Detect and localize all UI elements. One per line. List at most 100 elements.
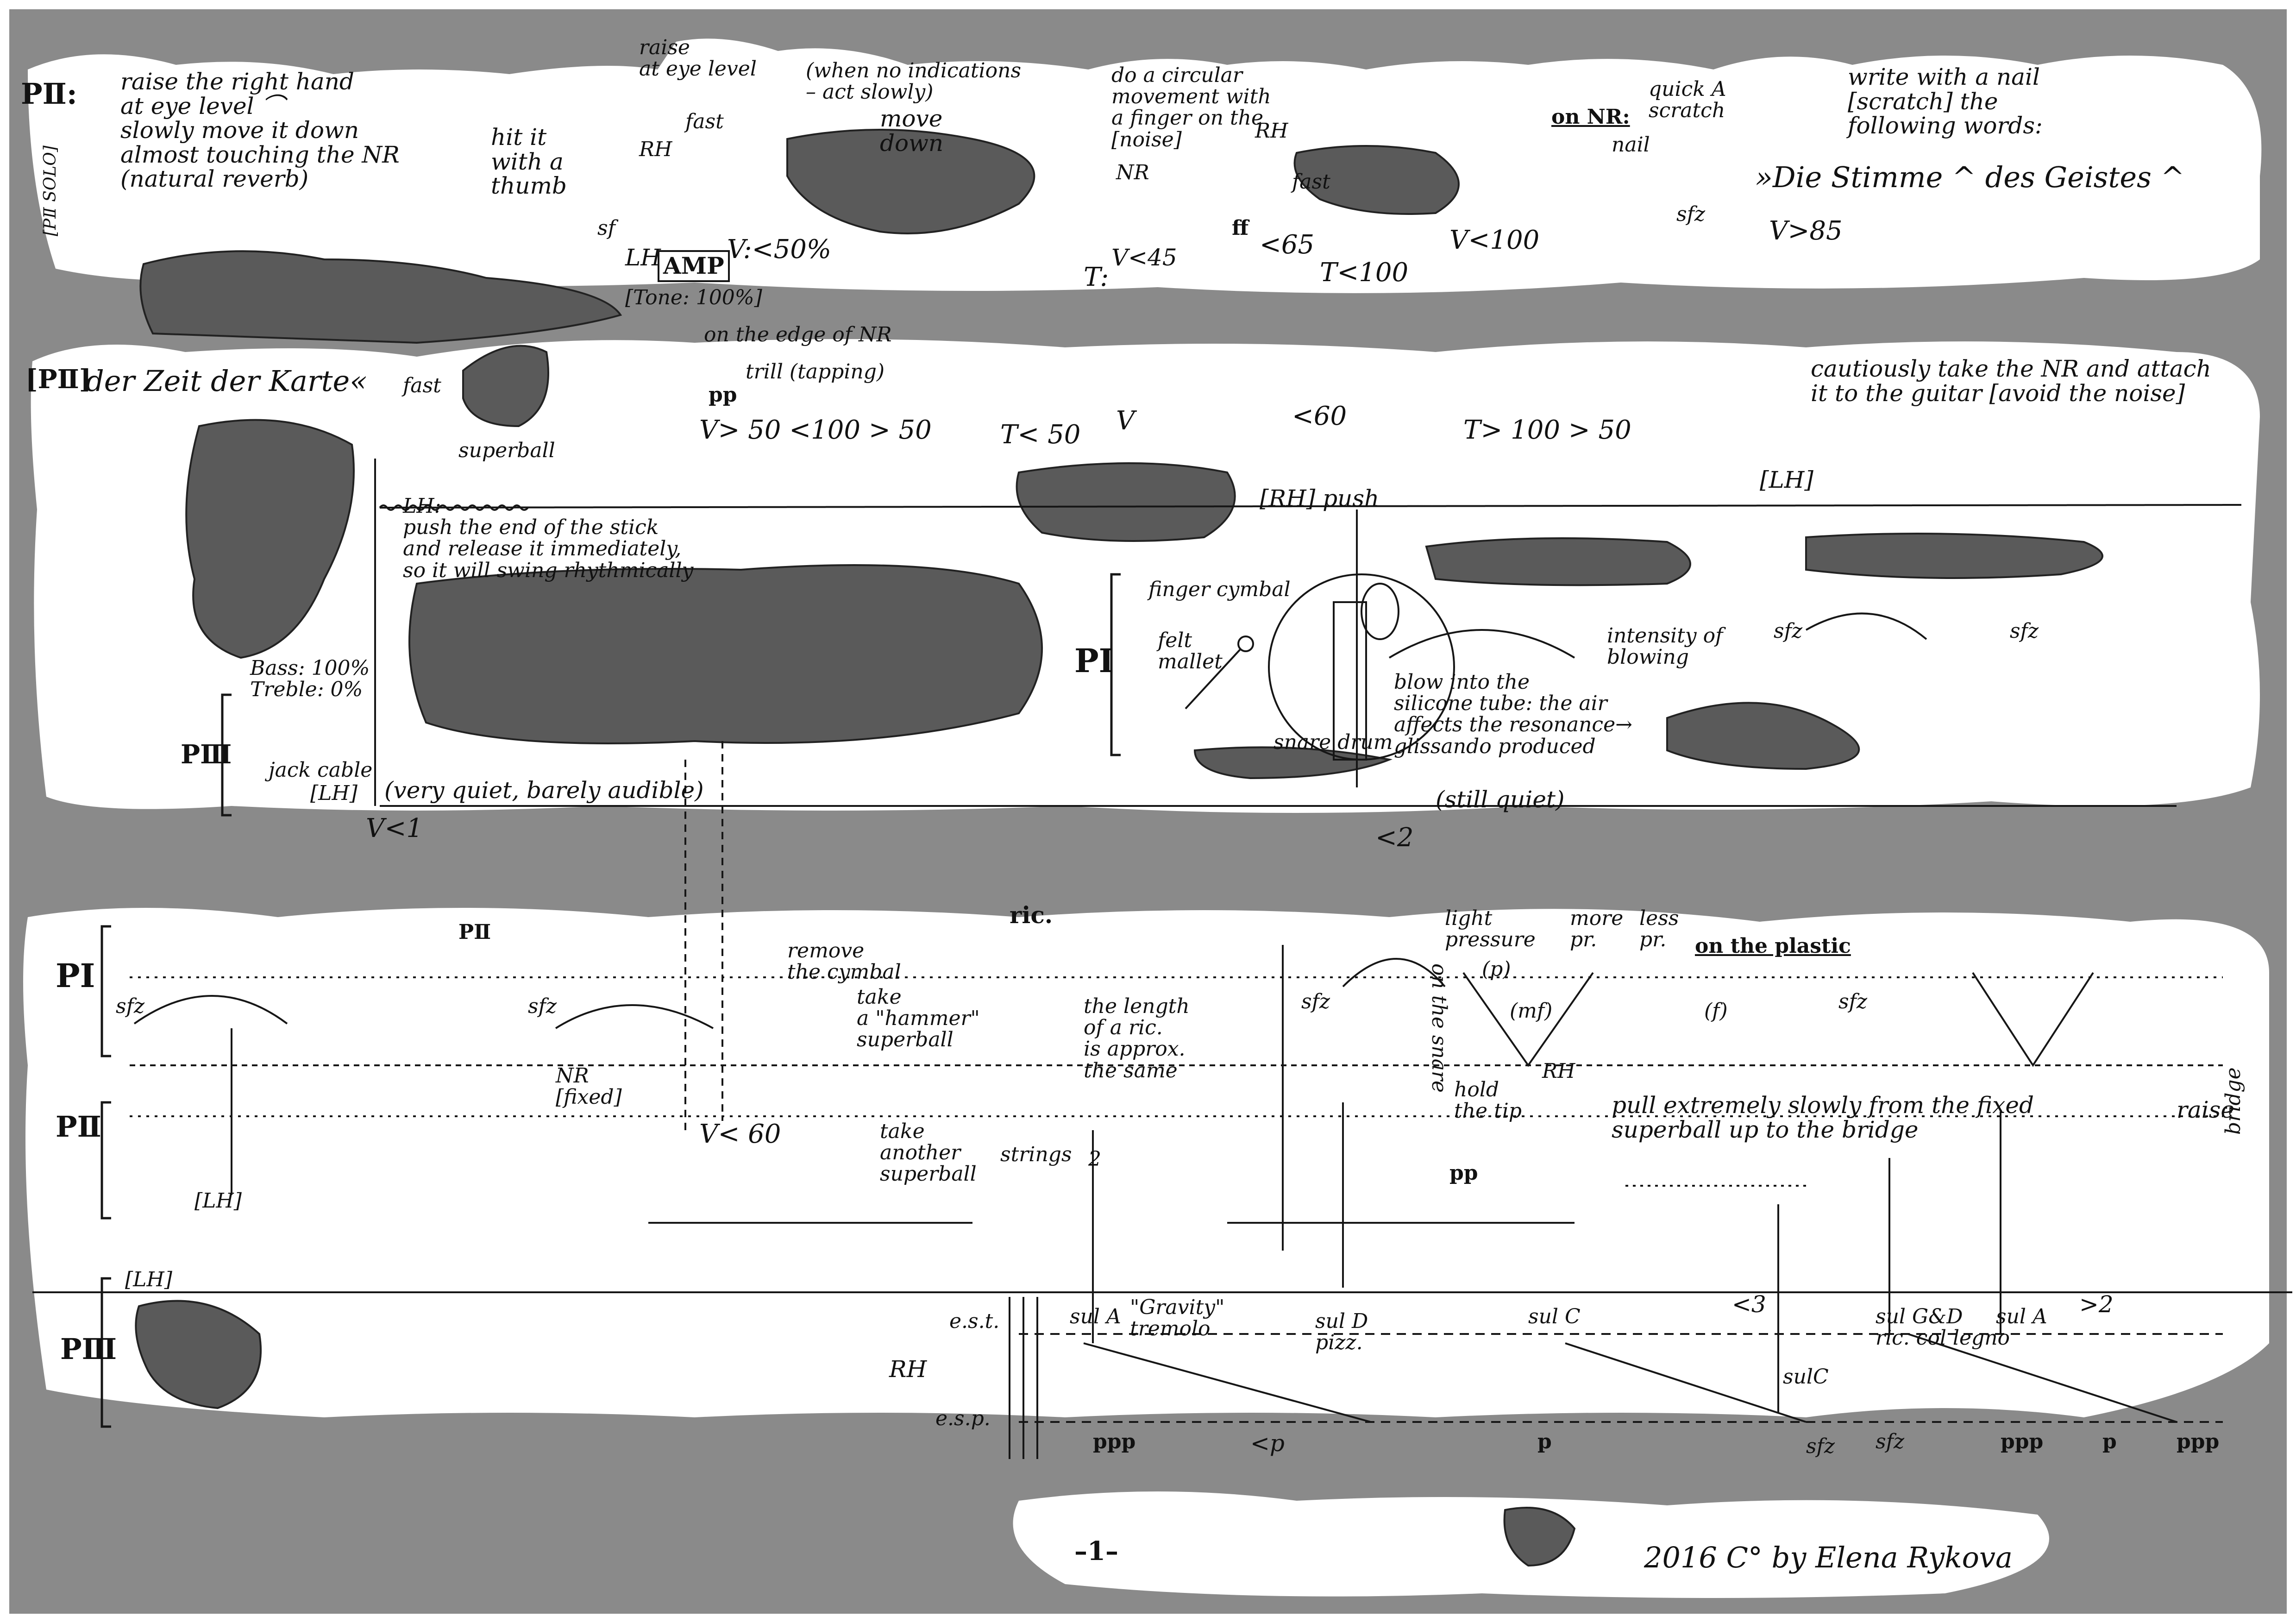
fortissimo: ff [1232,216,1249,240]
fast-marking-b: fast [1292,170,1330,194]
tempo-100-50: T> 100 > 50 [1463,415,1631,445]
lh-push-instruction: LH: push the end of the stick and releas… [403,494,694,582]
sul-g-d-ric: sul G&D ric. col legno [1876,1305,2010,1350]
gravity-tremolo: "Gravity" tremolo [1130,1296,1225,1341]
crescendo-p: <p [1250,1430,1285,1457]
tempo-100: T<100 [1320,258,1409,288]
bridge-label: bridge [2221,1067,2245,1135]
sul-a: sul A [1070,1305,1121,1328]
staff-lines [32,459,2292,1459]
bass-treble: Bass: 100% Treble: 0% [250,656,370,702]
dynamic-mf: (mf) [1510,999,1553,1023]
rh-push: [RH] push [1260,485,1380,512]
white-area-top [28,38,2262,293]
lower-lh-b: [LH] [125,1268,172,1291]
sul-d-pizz: sul D pizz. [1315,1309,1368,1355]
lower-part-one: PI [56,956,95,995]
when-no-indications: (when no indications – act slowly) [806,59,1022,104]
part-brackets [100,573,1121,1428]
lower-sfz-3: sfz [1301,990,1330,1013]
less-pressure: less pr. [1639,906,1679,952]
length-of-ric: the length of a ric. is approx. the same [1084,994,1190,1082]
amp-box: AMP [658,250,730,282]
jack-cable: jack cable [269,758,373,782]
nail-label: nail [1612,133,1650,157]
lower-pianissimo: pp [1449,1161,1478,1185]
volume-sequence: V> 50 <100 > 50 [699,415,932,445]
est-label: e.s.t. [949,1309,1000,1333]
ppp-two: ppp [2001,1430,2044,1453]
left-hand-amp: LH [625,244,661,271]
move-down: move down [880,105,944,157]
lower-lh-a: [LH] [194,1189,242,1213]
dynamic-p-one: p [1537,1430,1552,1453]
more-pressure: more pr. [1570,906,1624,952]
raise-hand-instruction: raise the right hand at eye level ⌒ slow… [120,68,400,192]
finger-cymbal: finger cymbal [1148,578,1291,601]
lower-part-two: PⅡ [56,1110,101,1144]
ppp-one: ppp [1093,1430,1136,1453]
part-two-label: PⅡ: [21,77,77,111]
quick-scratch: quick A scratch [1649,77,1726,123]
on-the-plastic: on the plastic [1695,934,1851,958]
lower-right-hand-d: RH [889,1356,927,1383]
volume-85: V>85 [1769,216,1843,246]
tempo-50: T< 50 [1000,420,1081,450]
felt-mallet: felt mallet [1158,629,1223,674]
strings-label: strings [1000,1143,1072,1166]
islands [135,129,2103,1567]
ricochet-label: ric. [1010,901,1053,929]
dynamic-p-two: p [2102,1430,2117,1453]
der-zeit-der-karte: der Zeit der Karte« [86,364,368,398]
white-area-lower [23,908,2269,1417]
crescendo-60: <60 [1292,401,1347,431]
ppp-three: ppp [2177,1430,2220,1453]
hit-it-with-thumb: hit it with a thumb [491,124,567,199]
crescendo-2: <2 [1375,823,1414,853]
die-stimme-des-geistes: »Die Stimme ^ des Geistes ^ [1755,160,2185,194]
lower-sfz-1: sfz [116,994,145,1018]
part-two-solo: [PⅡ SOLO] [41,145,60,236]
write-with-nail: write with a nail [scratch] the followin… [1848,63,2043,139]
pianissimo: pp [709,383,737,407]
dynamic-p: (p) [1482,957,1511,981]
copyright-notice: 2016 C° by Elena Rykova [1644,1541,2013,1574]
sul-c: sul C [1528,1305,1581,1328]
esp-label: e.s.p. [935,1407,991,1430]
volume-mark: V [1116,406,1135,436]
right-hand-label: RH [639,138,672,161]
tempo-65: <65 [1260,230,1315,260]
superball-label: superball [458,439,555,462]
sul-a-second: sul A [1996,1305,2047,1328]
page-number: –1– [1074,1536,1118,1566]
volume-1: V<1 [366,813,423,843]
cautiously-attach: cautiously take the NR and attach it to … [1811,355,2211,407]
number-two: 2 [1088,1147,1101,1171]
dynamic-f: (f) [1704,999,1728,1023]
raise-label: raise [2177,1096,2234,1123]
fast-marking: fast [685,110,724,133]
fast-marking-c: fast [403,374,441,397]
right-hand-label-b: RH [1255,119,1288,143]
on-nr: on NR: [1551,105,1630,129]
light-pressure: light pressure [1445,906,1536,952]
nr-fixed: NR [fixed] [556,1064,622,1109]
part-one-label: PI [1074,642,1114,680]
volume-100: V<100 [1449,225,1540,255]
nr-label: NR [1116,161,1149,184]
sul-c-second: sulC [1783,1365,1829,1389]
sforzando-mark: sf [597,216,615,240]
tone-mark: T: [1084,262,1109,292]
part-three-label: PⅢ [181,739,232,770]
take-another-superball: take another superball [880,1120,977,1186]
lower-sfz-5: sfz [1806,1434,1835,1458]
volume-60: V< 60 [699,1119,781,1149]
part-two-mark: PⅡ [458,920,491,944]
very-quiet: (very quiet, barely audible) [384,777,704,804]
on-the-snare: on the snare [1427,963,1451,1093]
lower-sfz-2: sfz [528,994,557,1018]
edge-of-nr: on the edge of NR [704,323,892,346]
take-hammer-superball: take a "hammer" superball [857,985,980,1052]
remove-cymbal: remove the cymbal [787,939,901,984]
